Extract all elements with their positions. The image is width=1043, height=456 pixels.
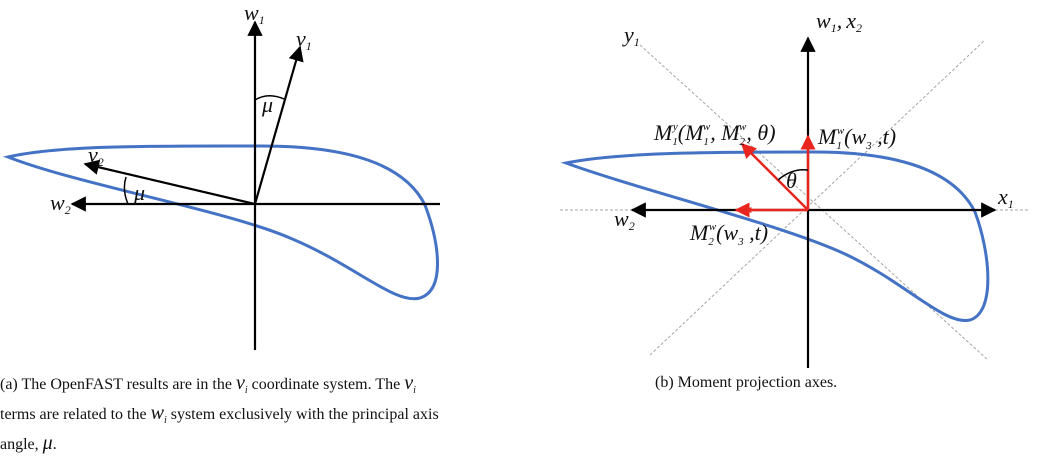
- v2-axis-a: [83, 159, 256, 206]
- caption-panel-b: (b) Moment projection axes.: [655, 374, 838, 391]
- airfoil-outline-a: [2, 144, 439, 301]
- diagonal-guide-2-b: [649, 39, 986, 356]
- label-v1-a: v1: [296, 26, 312, 53]
- label-m2w-b: M2w(w3 ,t): [689, 220, 768, 248]
- label-mu-top-a: μ: [261, 92, 273, 117]
- figure-canvas: w1 v1 μ v2 μ w2 w1,x2 y1 x1 w2 θ M1y(M1w…: [2, 0, 1030, 368]
- label-theta-b: θ: [786, 168, 797, 193]
- label-y1-b: y1: [622, 22, 640, 49]
- label-m1w-b: M1w(w3 ,t): [817, 124, 896, 152]
- mu-arc-top-a: [254, 95, 285, 101]
- label-w2-b: w2: [614, 206, 635, 233]
- label-x1-b: x1: [997, 184, 1014, 211]
- label-m1y-b: M1y(M1w, M2w, θ): [653, 120, 776, 148]
- caption-panel-a: (a) The OpenFAST results are in the vi c…: [0, 372, 439, 455]
- label-w2-a: w2: [50, 190, 71, 217]
- mu-arc-left-a: [123, 176, 129, 205]
- label-mu-left-a: μ: [133, 180, 145, 205]
- theta-arc-b: [777, 168, 809, 181]
- panel-a-diagram: w1 v1 μ v2 μ w2: [2, 0, 440, 350]
- label-v2-a: v2: [88, 142, 104, 169]
- panel-b-diagram: w1,x2 y1 x1 w2 θ M1y(M1w, M2w, θ) M1w(w3…: [560, 8, 1030, 368]
- v1-axis-a: [253, 45, 304, 205]
- moment-vector-m1y: [740, 142, 809, 211]
- label-w1-a: w1: [244, 0, 265, 27]
- label-w1-x2-b: w1,x2: [816, 8, 862, 35]
